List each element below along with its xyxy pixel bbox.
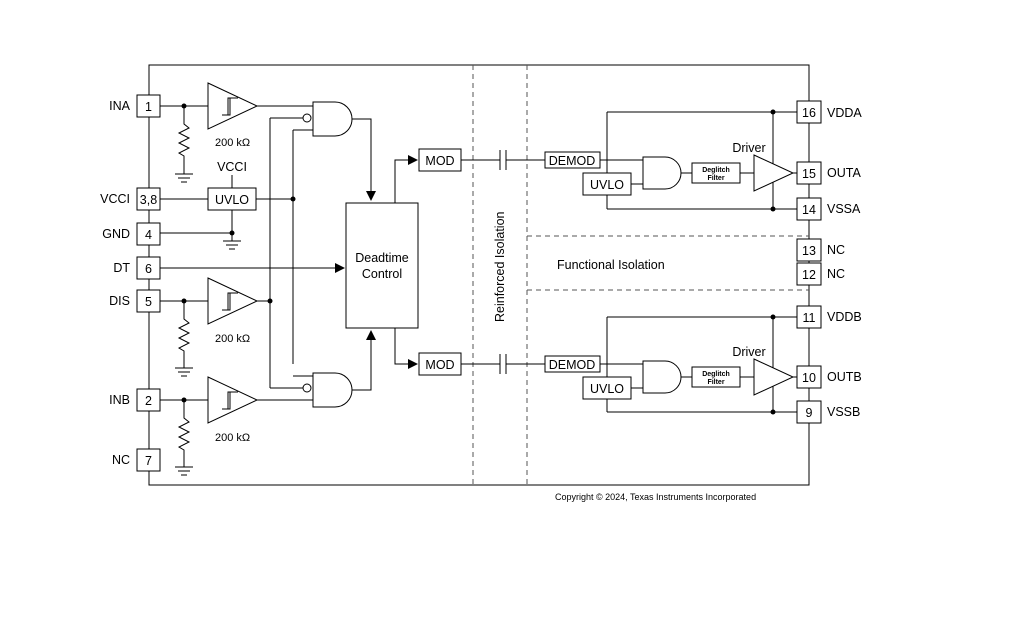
pin-vssb: 9 VSSB [796,400,860,424]
svg-text:7: 7 [145,454,152,468]
svg-text:VSSA: VSSA [827,202,861,216]
dis-path: 200 kΩ [160,118,273,388]
pin-vssa: 14 VSSA [796,197,861,221]
svg-text:Filter: Filter [707,379,724,386]
svg-text:12: 12 [802,268,816,282]
svg-text:2: 2 [145,394,152,408]
svg-text:MOD: MOD [425,154,454,168]
svg-text:DT: DT [113,261,130,275]
resistor-label-ina: 200 kΩ [215,137,250,149]
svg-text:DIS: DIS [109,294,130,308]
pin-vcci: 3,8 VCCI [100,187,161,211]
resistor-label-dis: 200 kΩ [215,333,250,345]
svg-text:VDDA: VDDA [827,106,862,120]
svg-text:3,8: 3,8 [140,193,157,207]
pin-nc-7: 7 NC [112,448,161,472]
output-b-channel: DEMOD UVLO Deglitch Filter Driver [544,314,797,415]
svg-text:INB: INB [109,393,130,407]
svg-text:NC: NC [112,453,130,467]
svg-text:11: 11 [803,311,816,325]
svg-text:5: 5 [145,295,152,309]
pin-dis: 5 DIS [109,289,161,313]
svg-text:15: 15 [802,167,816,181]
and-gate-a-input [270,101,376,201]
svg-text:VDDB: VDDB [827,310,862,324]
svg-text:DEMOD: DEMOD [549,358,596,372]
svg-text:NC: NC [827,243,845,257]
svg-text:VSSB: VSSB [827,405,860,419]
mod-b: MOD [394,328,545,376]
package-outline [148,64,810,486]
svg-text:4: 4 [145,228,152,242]
svg-text:Filter: Filter [707,175,724,182]
pin-gnd: 4 GND [102,222,161,246]
reinforced-isolation-label: Reinforced Isolation [493,211,507,322]
svg-text:6: 6 [145,262,152,276]
svg-text:GND: GND [102,227,130,241]
svg-text:UVLO: UVLO [590,382,624,396]
svg-text:16: 16 [802,106,816,120]
svg-text:Deglitch: Deglitch [702,371,730,378]
svg-text:Deadtime: Deadtime [355,251,409,265]
svg-text:VCCI: VCCI [100,192,130,206]
svg-text:UVLO: UVLO [215,193,249,207]
pin-dt: 6 DT [113,256,161,280]
pin-nc-12: 12 NC [796,262,845,286]
svg-text:MOD: MOD [425,358,454,372]
pin-nc-13: 13 NC [796,238,845,262]
pin-outb: 10 OUTB [796,365,862,389]
svg-text:INA: INA [109,99,131,113]
vcci-label: VCCI [217,160,247,174]
output-a-channel: DEMOD UVLO Deglitch Filter Driver [544,109,797,212]
svg-text:Driver: Driver [732,141,765,155]
and-gate-b-input [270,330,376,408]
pin-vdda: 16 VDDA [796,100,862,124]
svg-text:1: 1 [145,100,152,114]
copyright-text: Copyright © 2024, Texas Instruments Inco… [555,492,756,502]
svg-text:13: 13 [802,244,816,258]
svg-text:NC: NC [827,267,845,281]
mod-a: MOD [394,148,545,203]
svg-text:10: 10 [802,371,816,385]
pin-vddb: 11 VDDB [796,305,862,329]
svg-text:14: 14 [802,203,816,217]
input-b-path: 200 kΩ [160,376,313,476]
svg-text:OUTA: OUTA [827,166,861,180]
svg-text:Deglitch: Deglitch [702,167,730,174]
deadtime-control: Deadtime Control [345,202,419,329]
svg-text:9: 9 [806,406,813,420]
svg-text:DEMOD: DEMOD [549,154,596,168]
input-a-path: 200 kΩ [160,82,313,183]
functional-isolation-label: Functional Isolation [557,258,665,272]
svg-text:Driver: Driver [732,345,765,359]
uvlo-input: UVLO VCCI [160,130,296,364]
svg-text:OUTB: OUTB [827,370,862,384]
pin-outa: 15 OUTA [796,161,861,185]
svg-text:UVLO: UVLO [590,178,624,192]
resistor-label-inb: 200 kΩ [215,432,250,444]
pin-inb: 2 INB [109,388,161,412]
pin-ina: 1 INA [109,94,161,118]
svg-text:Control: Control [362,267,402,281]
gnd-net [160,210,241,250]
